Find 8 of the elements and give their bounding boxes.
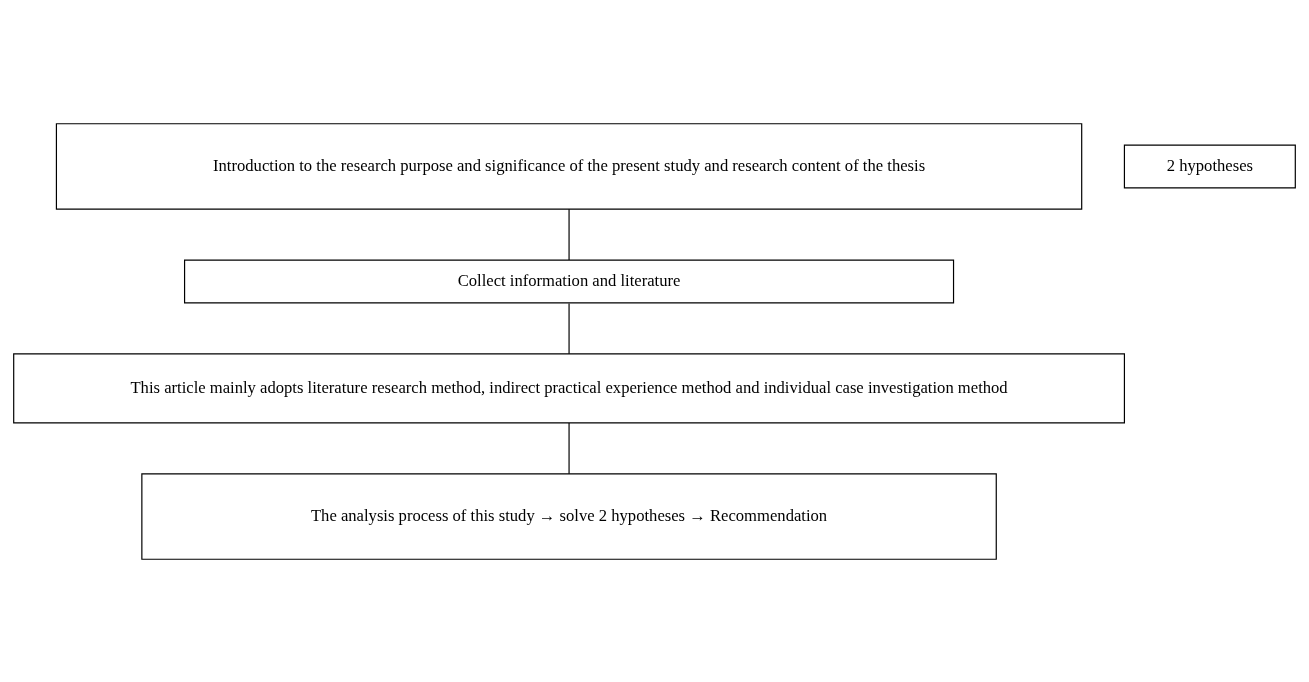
- connector: [568, 208, 570, 261]
- connector: [568, 302, 570, 354]
- node-box: Collect information and literature: [184, 259, 955, 304]
- node-box: 2 hypotheses: [1123, 144, 1296, 188]
- connector: [568, 421, 570, 474]
- node-box: Introduction to the research purpose and significance of the present study and research content of the thesis: [55, 122, 1083, 210]
- node-box: The analysis process of this study → solve 2 hypotheses → Recommendation: [141, 472, 997, 560]
- node-box: This article mainly adopts literature research method, indirect practical experience method and individual case investigation method: [13, 352, 1125, 423]
